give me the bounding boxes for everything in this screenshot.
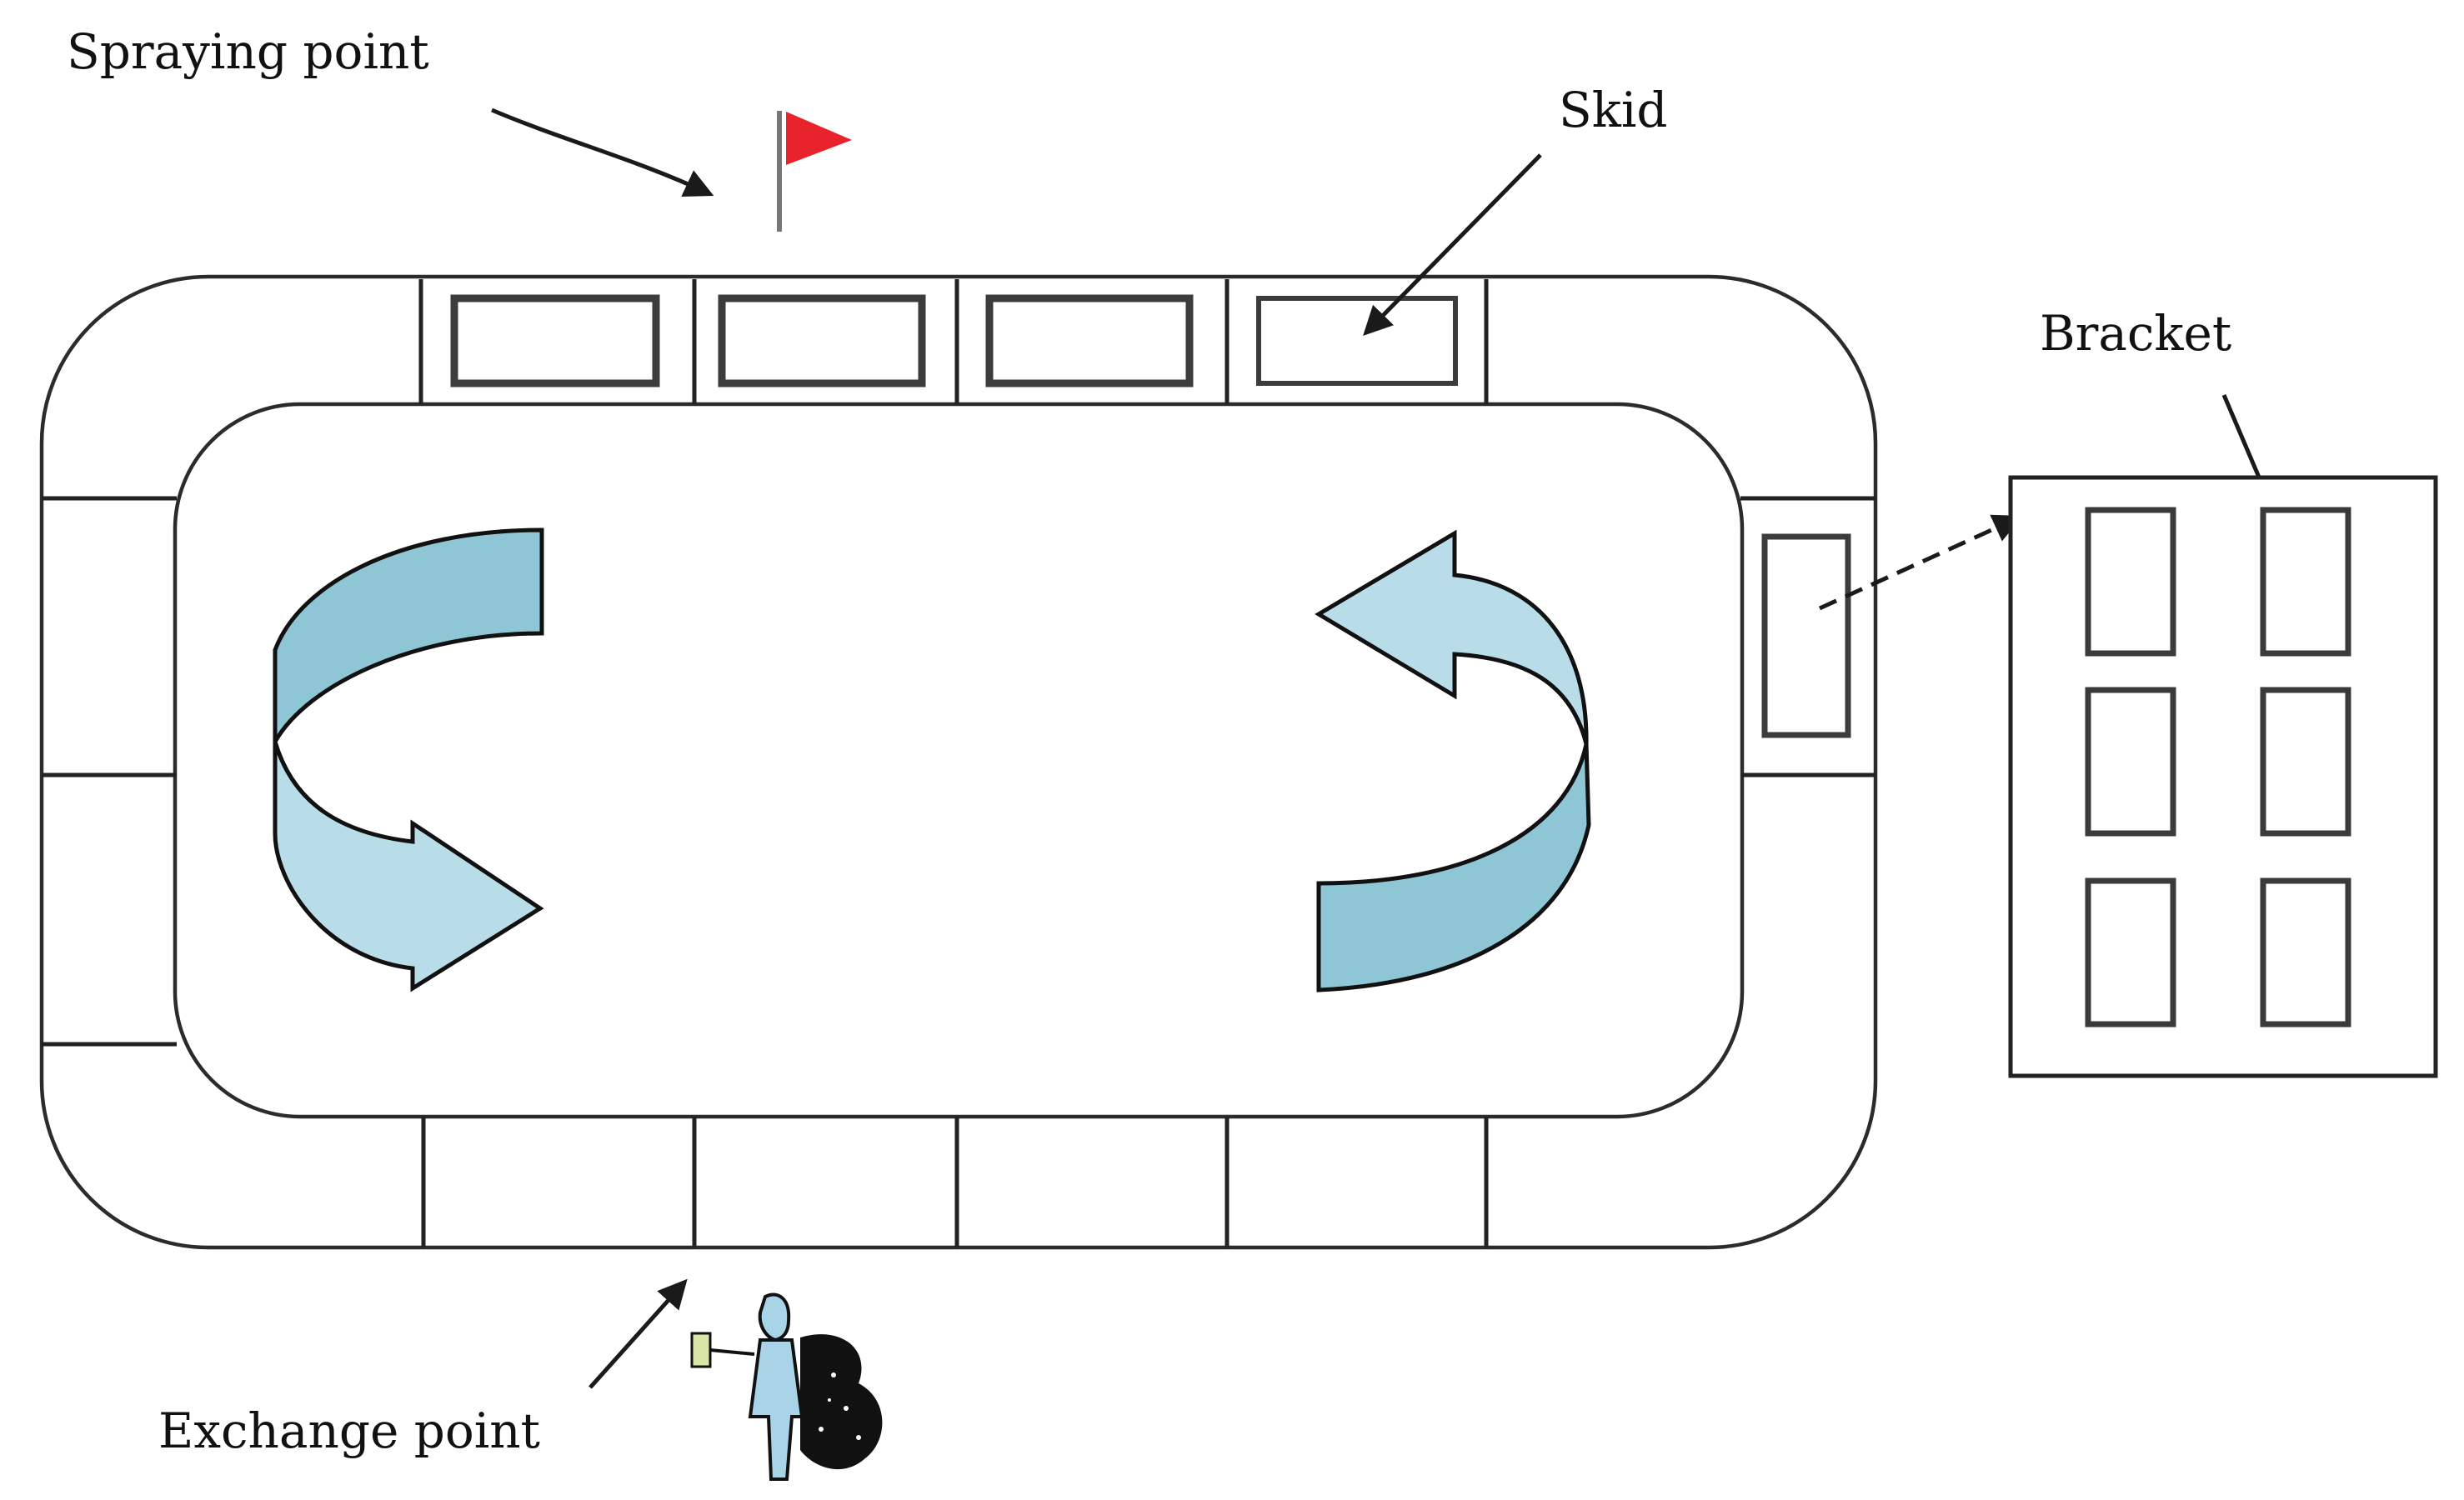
rotation-arrow-icon-left — [273, 528, 544, 992]
skid-right — [1761, 533, 1851, 738]
bracket-label: Bracket — [2040, 305, 2231, 362]
track-segment-dividers — [42, 279, 1876, 1248]
skid-leader — [1363, 153, 1542, 336]
bracket-slot — [2085, 507, 2176, 657]
conveyor-track — [39, 274, 1878, 1250]
track-outer-loop — [39, 274, 1878, 1250]
skids — [450, 294, 1851, 738]
bracket-slot — [2260, 687, 2351, 837]
bracket-slot — [2260, 507, 2351, 657]
worker-icon — [690, 1292, 883, 1481]
skid-to-bracket-leader — [1818, 514, 2023, 611]
bracket-slot — [2260, 878, 2351, 1028]
skid-top-3 — [985, 294, 1194, 388]
bracket-slot — [2085, 687, 2176, 837]
skid-top-1 — [450, 294, 660, 388]
bracket-frame — [2008, 475, 2438, 1078]
bracket — [2008, 475, 2438, 1078]
skid-label: Skid — [1559, 82, 1668, 138]
flag-icon — [777, 111, 852, 232]
exchange-point-label: Exchange point — [158, 1402, 540, 1459]
skid-top-4 — [1256, 296, 1458, 386]
skid-top-2 — [718, 294, 926, 388]
exchange-point-leader — [588, 1278, 688, 1389]
track-inner-loop — [173, 402, 1745, 1119]
spraying-point-leader — [491, 108, 714, 198]
bracket-slot — [2085, 878, 2176, 1028]
rotation-arrow-icon-right — [1315, 529, 1591, 992]
spraying-point-label: Spraying point — [67, 23, 429, 80]
